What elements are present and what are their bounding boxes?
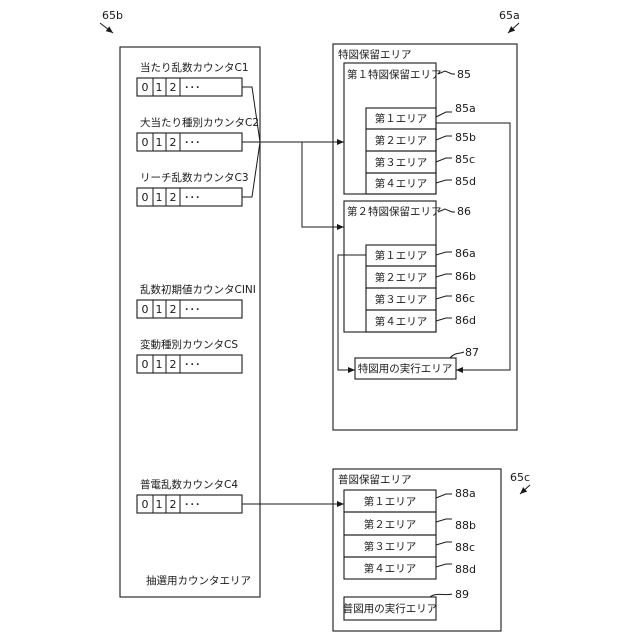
counter-cell: 2 bbox=[170, 358, 177, 371]
second-special-hold-title: 第２特図保留エリア bbox=[347, 205, 442, 218]
counter-area-box bbox=[120, 47, 260, 597]
hold-slot-label: 第１エリア bbox=[375, 249, 428, 262]
counter-cell: ･･･ bbox=[184, 498, 201, 511]
ref-87: 87 bbox=[465, 346, 479, 359]
ref-88c: 88c bbox=[455, 541, 475, 554]
counter-cell: 2 bbox=[170, 191, 177, 204]
counter-cell: 0 bbox=[142, 191, 149, 204]
hold-slot-label: 第３エリア bbox=[375, 156, 428, 169]
special-hold-title: 特図保留エリア bbox=[338, 48, 412, 61]
first-special-hold-title: 第１特図保留エリア bbox=[347, 68, 442, 81]
ref-85a: 85a bbox=[455, 102, 476, 115]
ref-65b-pointer bbox=[100, 23, 113, 33]
hold-slot-label: 第１エリア bbox=[375, 112, 428, 125]
counter-area-title: 抽選用カウンタエリア bbox=[146, 574, 251, 587]
counter-cell: 2 bbox=[170, 136, 177, 149]
normal-hold-areas: 第１エリア 第２エリア 第３エリア 第４エリア 88a 88b 88c 88d bbox=[344, 487, 476, 579]
second-hold-to-exec-line bbox=[338, 255, 366, 370]
counter-label: 大当たり種別カウンタC2 bbox=[140, 116, 259, 129]
counter-cell: ･･･ bbox=[184, 303, 201, 316]
counter-c2: 大当たり種別カウンタC2 0 1 2 ･･･ bbox=[137, 116, 259, 151]
counter-cell: ･･･ bbox=[184, 81, 201, 94]
counter-cell: 1 bbox=[156, 191, 163, 204]
counter-label: 当たり乱数カウンタC1 bbox=[140, 61, 249, 74]
second-special-hold-areas: 第１エリア 第２エリア 第３エリア 第４エリア 86a 86b 86c 86d bbox=[366, 245, 476, 332]
counter-cell: 1 bbox=[156, 358, 163, 371]
counter-cell: ･･･ bbox=[184, 358, 201, 371]
counter-label: 変動種別カウンタCS bbox=[140, 338, 238, 351]
hold-slot-label: 第２エリア bbox=[375, 134, 428, 147]
ref-65a-pointer bbox=[508, 23, 519, 33]
counter-cell: 2 bbox=[170, 303, 177, 316]
hold-slot-label: 第４エリア bbox=[375, 315, 428, 328]
counter-cini: 乱数初期値カウンタCINI 0 1 2 ･･･ bbox=[137, 283, 256, 318]
counter-cell: 1 bbox=[156, 498, 163, 511]
ref-85: 85 bbox=[457, 68, 471, 81]
ref-86b: 86b bbox=[455, 270, 476, 283]
counter-c1: 当たり乱数カウンタC1 0 1 2 ･･･ bbox=[137, 61, 249, 96]
hold-slot-label: 第３エリア bbox=[375, 293, 428, 306]
counter-cell: 1 bbox=[156, 81, 163, 94]
ref-86d: 86d bbox=[455, 314, 476, 327]
counter-cell: 0 bbox=[142, 498, 149, 511]
normal-hold-title: 普図保留エリア bbox=[338, 473, 412, 486]
hold-slot-label: 第２エリア bbox=[364, 518, 417, 531]
counter-cs: 変動種別カウンタCS 0 1 2 ･･･ bbox=[137, 338, 242, 373]
ref-88a: 88a bbox=[455, 487, 476, 500]
special-exec-area-label: 特図用の実行エリア bbox=[358, 362, 453, 375]
ref-85b: 85b bbox=[455, 131, 476, 144]
hold-slot-label: 第１エリア bbox=[364, 495, 417, 508]
counter-cell: 1 bbox=[156, 136, 163, 149]
ref-65c: 65c bbox=[510, 471, 530, 484]
counter-cell: 0 bbox=[142, 303, 149, 316]
ref-89: 89 bbox=[455, 588, 469, 601]
hold-slot-label: 第２エリア bbox=[375, 271, 428, 284]
ref-85d: 85d bbox=[455, 175, 476, 188]
first-special-hold-areas: 第１エリア 第２エリア 第３エリア 第４エリア 85a 85b 85c 85d bbox=[366, 102, 476, 194]
counter-c4: 普電乱数カウンタC4 0 1 2 ･･･ bbox=[137, 478, 242, 513]
counter-cell: 2 bbox=[170, 498, 177, 511]
ref-88b: 88b bbox=[455, 519, 476, 532]
hold-slot-label: 第３エリア bbox=[364, 540, 417, 553]
counter-cell: ･･･ bbox=[184, 136, 201, 149]
counter-cell: 0 bbox=[142, 358, 149, 371]
counter-cell: ･･･ bbox=[184, 191, 201, 204]
ref-65b: 65b bbox=[102, 9, 123, 22]
counter-cell: 2 bbox=[170, 81, 177, 94]
ref-85c: 85c bbox=[455, 153, 475, 166]
counter-cell: 1 bbox=[156, 303, 163, 316]
ref-86c: 86c bbox=[455, 292, 475, 305]
counter-label: 普電乱数カウンタC4 bbox=[140, 478, 238, 491]
counter-c3: リーチ乱数カウンタC3 0 1 2 ･･･ bbox=[137, 171, 249, 206]
ref-86a: 86a bbox=[455, 247, 476, 260]
ref-88d: 88d bbox=[455, 563, 476, 576]
ref-65a: 65a bbox=[499, 9, 520, 22]
ref-86: 86 bbox=[457, 205, 471, 218]
hold-slot-label: 第４エリア bbox=[375, 177, 428, 190]
counter-cell: 0 bbox=[142, 81, 149, 94]
counter-to-special-connectors bbox=[242, 87, 344, 227]
normal-exec-area-label: 普図用の実行エリア bbox=[343, 602, 438, 615]
counter-label: リーチ乱数カウンタC3 bbox=[140, 171, 249, 184]
counter-cell: 0 bbox=[142, 136, 149, 149]
counter-label: 乱数初期値カウンタCINI bbox=[140, 283, 256, 296]
hold-slot-label: 第４エリア bbox=[364, 562, 417, 575]
ref-65c-pointer bbox=[520, 485, 530, 494]
